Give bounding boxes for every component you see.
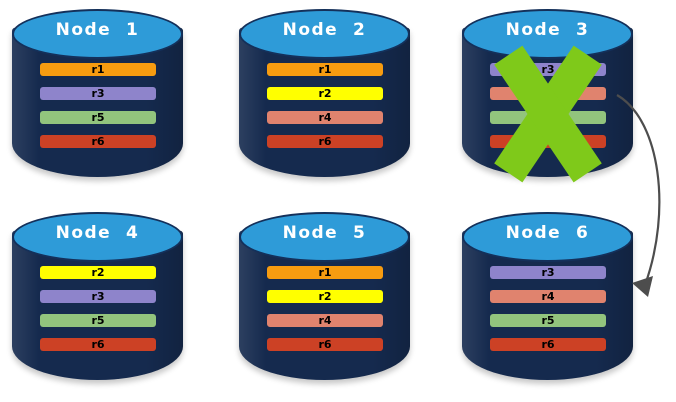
fragment-bar[interactable]: r1 — [267, 63, 383, 76]
fragment-bar[interactable]: r4 — [490, 290, 606, 303]
cylinder-top — [239, 212, 410, 262]
fragment-bar[interactable]: r5 — [490, 111, 606, 124]
node-4[interactable]: Node 4 r2 r3 r5 r6 — [5, 208, 190, 388]
fragment-bar[interactable]: r5 — [40, 314, 156, 327]
fragment-bar[interactable]: r5 — [490, 314, 606, 327]
node-label: Node 1 — [55, 20, 140, 40]
fragment-bar[interactable]: r3 — [40, 290, 156, 303]
cylinder-top — [12, 212, 183, 262]
node-label: Node 2 — [282, 20, 367, 40]
node-5[interactable]: Node 5 r1 r2 r4 r6 — [232, 208, 417, 388]
fragment-bar[interactable]: r1 — [40, 63, 156, 76]
node-label: Node 5 — [282, 223, 367, 243]
fragment-bar[interactable]: r2 — [267, 87, 383, 100]
fragment-bar[interactable]: r4 — [267, 314, 383, 327]
fragment-bar[interactable]: r6 — [490, 135, 606, 148]
fragment-bar[interactable]: r6 — [40, 135, 156, 148]
fragment-list: r1 r2 r4 r6 — [267, 63, 383, 159]
fragment-list: r1 r3 r5 r6 — [40, 63, 156, 159]
fragment-list: r1 r2 r4 r6 — [267, 266, 383, 362]
fragment-list: r3 r4 r5 r6 — [490, 266, 606, 362]
node-label: Node 4 — [55, 223, 140, 243]
cylinder-top — [462, 212, 633, 262]
cylinder-top — [12, 9, 183, 59]
cylinder-top — [239, 9, 410, 59]
fragment-bar[interactable]: r6 — [490, 338, 606, 351]
fragment-bar[interactable]: r1 — [267, 266, 383, 279]
fragment-bar[interactable]: r6 — [267, 135, 383, 148]
node-2[interactable]: Node 2 r1 r2 r4 r6 — [232, 5, 417, 185]
fragment-bar[interactable]: r6 — [40, 338, 156, 351]
fragment-bar[interactable]: r5 — [40, 111, 156, 124]
fragment-bar[interactable]: r3 — [490, 266, 606, 279]
node-label: Node 3 — [505, 20, 590, 40]
fragment-list: r2 r3 r5 r6 — [40, 266, 156, 362]
fragment-bar[interactable]: r6 — [267, 338, 383, 351]
node-6[interactable]: Node 6 r3 r4 r5 r6 — [455, 208, 640, 388]
fragment-bar[interactable]: r2 — [267, 290, 383, 303]
fragment-bar[interactable]: r2 — [40, 266, 156, 279]
node-3[interactable]: Node 3 r3 r4 r5 r6 — [455, 5, 640, 185]
fragment-bar[interactable]: r3 — [490, 63, 606, 76]
fragment-bar[interactable]: r4 — [490, 87, 606, 100]
node-1[interactable]: Node 1 r1 r3 r5 r6 — [5, 5, 190, 185]
fragment-bar[interactable]: r3 — [40, 87, 156, 100]
fragment-bar[interactable]: r4 — [267, 111, 383, 124]
fragment-list: r3 r4 r5 r6 — [490, 63, 606, 159]
node-label: Node 6 — [505, 223, 590, 243]
